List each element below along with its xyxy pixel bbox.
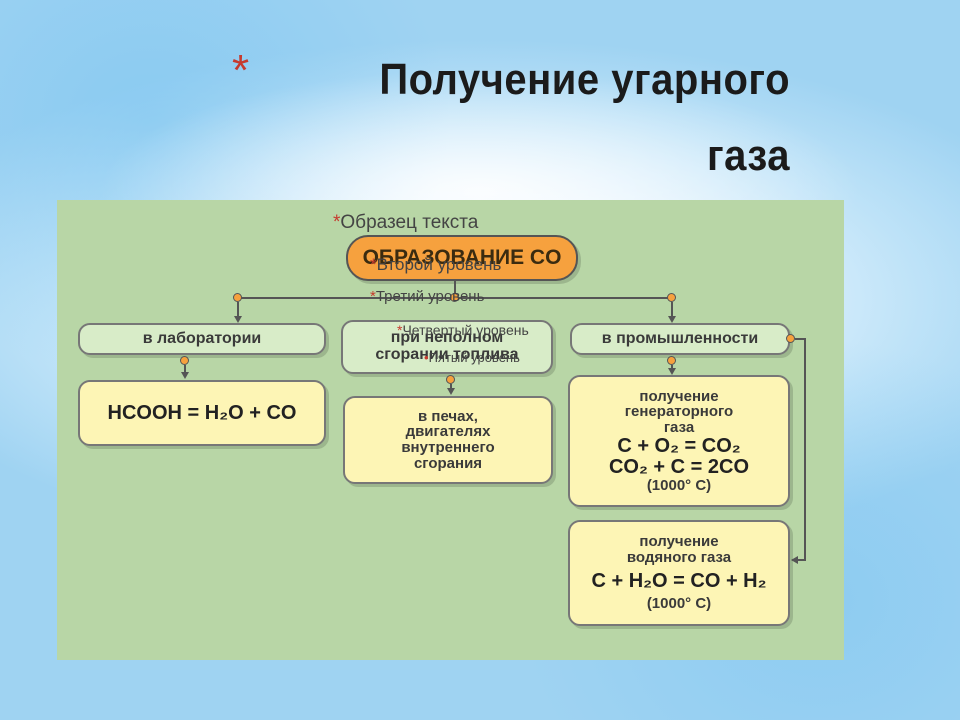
connector-generator <box>671 365 673 369</box>
placeholder-level-2[interactable]: *Второй уровень <box>370 255 501 275</box>
connector-industry <box>671 302 673 318</box>
connector-right-h <box>795 338 805 340</box>
connector-combustion-box <box>450 384 452 389</box>
placeholder-level-1[interactable]: *Образец текста <box>333 212 478 234</box>
title-bullet-icon: * <box>232 46 250 95</box>
placeholder-level-5[interactable]: •Пятый уровень <box>424 350 520 365</box>
level-1-bullet-icon: * <box>333 212 341 233</box>
connector-right-h2 <box>797 559 806 561</box>
generator-condition: (1000° C) <box>646 476 712 494</box>
level-1-text: Образец текста <box>340 212 479 233</box>
combustion-line-4: сгорания <box>413 454 483 472</box>
water-condition: (1000° C) <box>646 595 712 613</box>
placeholder-level-3[interactable]: *Третий уровень <box>370 288 484 305</box>
level-5-text: Пятый уровень <box>428 350 520 365</box>
level-5-bullet-icon: • <box>424 350 429 365</box>
lab-formula-box: HCOOH = H₂O + CO <box>78 380 326 446</box>
arrow-lab-icon <box>234 316 242 323</box>
root-connector <box>454 281 456 298</box>
level-2-bullet-icon: * <box>370 255 377 274</box>
arrow-industry-icon <box>668 316 676 323</box>
level-4-text: Четвертый уровень <box>402 322 529 338</box>
placeholder-level-4[interactable]: *Четвертый уровень <box>397 322 529 338</box>
combustion-line-1: в печах, <box>418 407 478 425</box>
branch-combustion-line-1: при неполном <box>390 329 504 347</box>
generator-formula-1: C + O₂ = CO₂ <box>617 434 741 457</box>
arrow-combustion-icon <box>447 388 455 395</box>
arrow-generator-icon <box>668 368 676 375</box>
title-line-1: Получение угарного <box>379 56 790 104</box>
water-line-1: получение <box>639 532 719 550</box>
arrow-lab-formula-icon <box>181 372 189 379</box>
branch-dot-industry <box>667 293 676 302</box>
level-3-text: Третий уровень <box>375 288 485 305</box>
dot-under-industry <box>667 356 676 365</box>
diagram-panel: ОБРАЗОВАНИЕ CO в лаборатории при неполно… <box>57 200 844 660</box>
title-line-2: газа <box>707 132 790 180</box>
combustion-line-3: внутреннего <box>401 439 495 456</box>
water-formula: C + H₂O = CO + H₂ <box>591 570 767 593</box>
branch-box-combustion: при неполном сгорании топлива <box>341 320 553 374</box>
branch-dot-lab <box>233 293 242 302</box>
generator-gas-box: получение генераторного газа C + O₂ = CO… <box>568 375 790 507</box>
connector-right-v <box>804 338 806 560</box>
combustion-detail-box: в печах, двигателях внутреннего сгорания <box>343 396 553 484</box>
combustion-line-2: двигателях <box>405 423 491 441</box>
branch-box-lab: в лаборатории <box>78 323 326 355</box>
level-2-text: Второй уровень <box>376 255 502 274</box>
generator-line-3: газа <box>663 419 695 436</box>
generator-line-1: получение <box>639 387 719 405</box>
level-3-bullet-icon: * <box>370 288 376 305</box>
branch-dot-root <box>450 293 459 302</box>
connector-lab <box>237 302 239 318</box>
dot-under-lab <box>180 356 189 365</box>
dot-under-combustion <box>446 375 455 384</box>
dot-right-industry <box>786 334 795 343</box>
water-line-2: водяного газа <box>626 548 732 566</box>
slide-title[interactable]: Получение угарного газа <box>230 42 790 193</box>
water-gas-box: получение водяного газа C + H₂O = CO + H… <box>568 520 790 626</box>
branch-combustion-line-2: сгорании топлива <box>375 346 519 363</box>
generator-line-2: генераторного <box>624 403 734 421</box>
level-4-bullet-icon: * <box>397 322 403 338</box>
generator-formula-2: CO₂ + C = 2CO <box>608 455 750 478</box>
branch-box-industry: в промышленности <box>570 323 790 355</box>
root-box: ОБРАЗОВАНИЕ CO <box>346 235 578 281</box>
connector-lab-formula <box>184 365 186 373</box>
arrow-water-gas-icon <box>791 556 798 564</box>
